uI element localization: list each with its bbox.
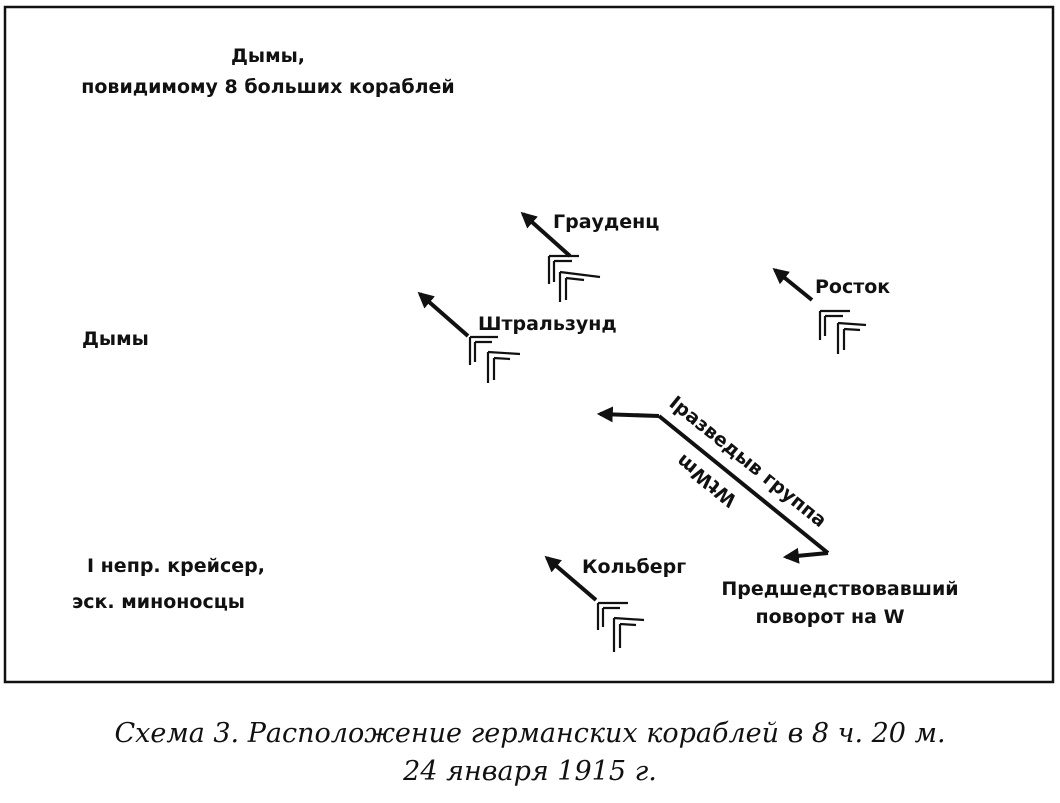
arrow-rostock [772, 267, 814, 302]
label-rostock: Росток [815, 276, 890, 298]
arrow-stralsund [417, 291, 470, 338]
label-prior-turn-line1: Предшедствовавший [721, 578, 958, 600]
scout-group-arrow [596, 406, 660, 423]
arrow-graudenz [520, 211, 572, 258]
label-stralsund: Штральзунд [478, 313, 617, 335]
label-smoke: Дымы [82, 328, 149, 350]
ship-mark-rostock [818, 309, 867, 354]
label-smoke-large-line1: Дымы, [231, 45, 305, 67]
label-prior-turn-line2: поворот на W [755, 606, 904, 628]
prior-turn-arrow [782, 547, 829, 564]
scout-group-track [657, 414, 830, 555]
label-kolberg: Кольберг [582, 556, 686, 578]
arrow-kolberg [544, 555, 598, 602]
label-smoke-large-line2: повидимому 8 больших кораблей [81, 76, 455, 98]
label-cruiser-line1: I непр. крейсер, [87, 555, 265, 577]
caption-line-1: Схема 3. Расположение германских корабле… [114, 718, 946, 749]
ship-mark-stralsund [468, 335, 521, 383]
diagram-frame [3, 5, 1055, 684]
label-graudenz: Грауденц [553, 211, 659, 233]
ship-mark-graudenz [547, 254, 601, 302]
ship-position-diagram: Дымы, повидимому 8 больших кораблей Дымы… [3, 5, 1055, 684]
ship-mark-kolberg [596, 601, 645, 652]
label-cruiser-line2: эск. миноносцы [72, 591, 245, 613]
caption-line-2: 24 января 1915 г. [403, 756, 657, 787]
